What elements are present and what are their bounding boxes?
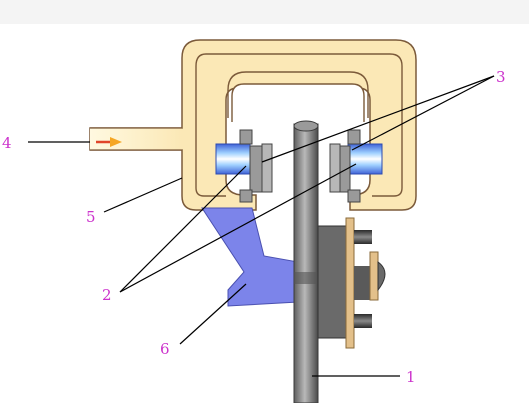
- label-3: 3: [496, 68, 506, 86]
- bracket: [201, 207, 299, 307]
- leader-6: [179, 283, 247, 345]
- leader-2b: [119, 163, 357, 293]
- inlet-arrow-icon: [96, 137, 122, 147]
- hub-assembly: [317, 217, 386, 349]
- top-strip: [0, 0, 529, 24]
- housing: [89, 39, 417, 211]
- label-1: 1: [406, 368, 416, 386]
- label-4: 4: [2, 134, 12, 152]
- leader-5: [103, 177, 183, 213]
- leader-lines: [28, 75, 495, 377]
- shaft: [293, 120, 319, 403]
- leader-3a: [261, 75, 495, 163]
- label-6: 6: [160, 340, 170, 358]
- label-2: 2: [102, 286, 112, 304]
- bearing-left: [215, 129, 273, 203]
- leader-3b: [351, 75, 495, 151]
- leader-2a: [119, 165, 247, 293]
- inlet-port: [90, 127, 182, 151]
- label-5: 5: [86, 208, 96, 226]
